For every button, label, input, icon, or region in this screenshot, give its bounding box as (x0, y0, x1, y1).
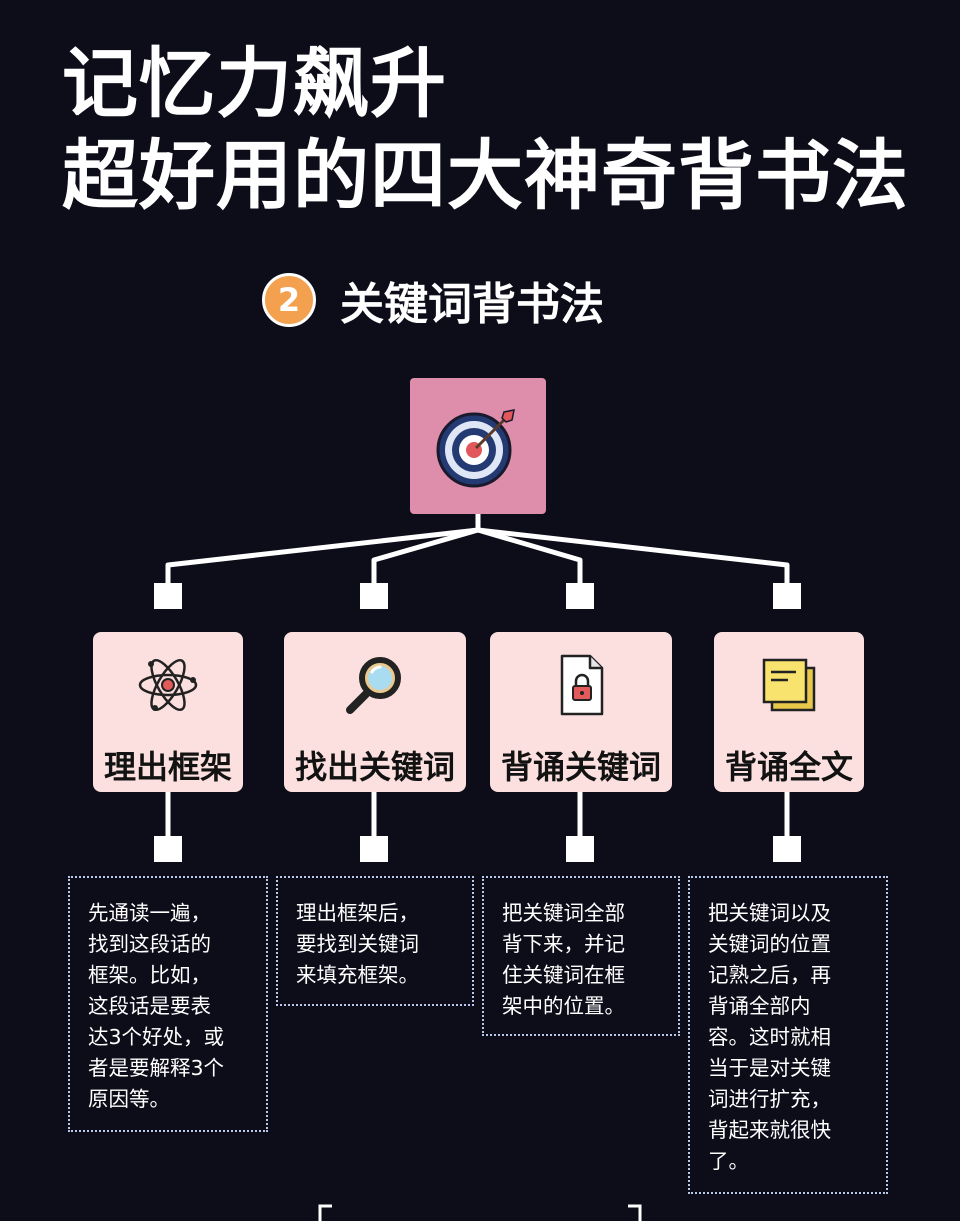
step-card-3: 背诵关键词 (490, 632, 672, 792)
locked-document-icon (560, 654, 604, 716)
step-desc-3: 把关键词全部 背下来，并记 住关键词在框 架中的位置。 (482, 876, 680, 1036)
desc-line: 背下来，并记 (502, 932, 625, 956)
node-top-3 (566, 583, 594, 609)
node-bottom-2 (360, 836, 388, 862)
node-top-2 (360, 583, 388, 609)
desc-line: 者是要解释3个 (88, 1056, 225, 1080)
desc-line: 达3个好处，或 (88, 1025, 225, 1049)
step-label-4: 背诵全文 (724, 748, 853, 786)
step-card-4: 背诵全文 (714, 632, 864, 792)
sticky-notes-icon (762, 658, 816, 712)
desc-line: 背诵全部内 (708, 994, 811, 1018)
step-label-3: 背诵关键词 (500, 748, 661, 786)
node-top-1 (154, 583, 182, 609)
method-heading: 2 关键词背书法 (262, 270, 604, 330)
desc-line: 住关键词在框 (502, 963, 625, 987)
title-line-1: 记忆力飙升 (62, 39, 447, 128)
step-label-2: 找出关键词 (294, 748, 455, 786)
desc-line: 框架。比如， (88, 963, 211, 987)
desc-line: 理出框架后， (296, 901, 419, 925)
node-bottom-1 (154, 836, 182, 862)
step-label-1: 理出框架 (103, 748, 232, 786)
branch-4 (477, 527, 790, 585)
desc-line: 找到这段话的 (88, 932, 211, 956)
frame-corner-left (318, 1204, 332, 1221)
root-node (410, 378, 546, 514)
desc-line: 当于是对关键 (708, 1056, 831, 1080)
step-desc-4: 把关键词以及 关键词的位置 记熟之后，再 背诵全部内 容。这时就相 当于是对关键… (688, 876, 888, 1194)
branch-2 (371, 527, 479, 585)
node-bottom-3 (566, 836, 594, 862)
desc-line: 词进行扩充， (708, 1087, 831, 1111)
desc-line: 先通读一遍， (88, 901, 211, 925)
atom-icon (138, 658, 198, 712)
desc-line: 了。 (708, 1149, 749, 1173)
title-line-2: 超好用的四大神奇背书法 (62, 131, 909, 220)
method-name: 关键词背书法 (340, 279, 604, 330)
desc-line: 原因等。 (88, 1087, 170, 1111)
desc-line: 要找到关键词 (296, 932, 419, 956)
branch-1 (165, 527, 479, 585)
desc-line: 背起来就很快 (708, 1118, 831, 1142)
node-bottom-4 (773, 836, 801, 862)
step-card-2: 找出关键词 (284, 632, 466, 792)
desc-line: 来填充框架。 (296, 963, 419, 987)
method-number-badge: 2 (262, 273, 316, 327)
desc-line: 这段话是要表 (88, 994, 211, 1018)
magnifier-icon (346, 657, 401, 714)
desc-line: 容。这时就相 (708, 1025, 831, 1049)
step-desc-1: 先通读一遍， 找到这段话的 框架。比如， 这段话是要表 达3个好处，或 者是要解… (68, 876, 268, 1132)
branch-3 (477, 527, 583, 585)
frame-corner-right (628, 1204, 642, 1221)
desc-line: 关键词的位置 (708, 932, 831, 956)
desc-line: 把关键词以及 (708, 901, 831, 925)
target-dart-icon (436, 409, 515, 488)
desc-line: 架中的位置。 (502, 994, 625, 1018)
step-card-1: 理出框架 (93, 632, 243, 792)
desc-line: 记熟之后，再 (708, 963, 831, 987)
desc-line: 把关键词全部 (502, 901, 625, 925)
step-desc-2: 理出框架后， 要找到关键词 来填充框架。 (276, 876, 474, 1006)
node-top-4 (773, 583, 801, 609)
